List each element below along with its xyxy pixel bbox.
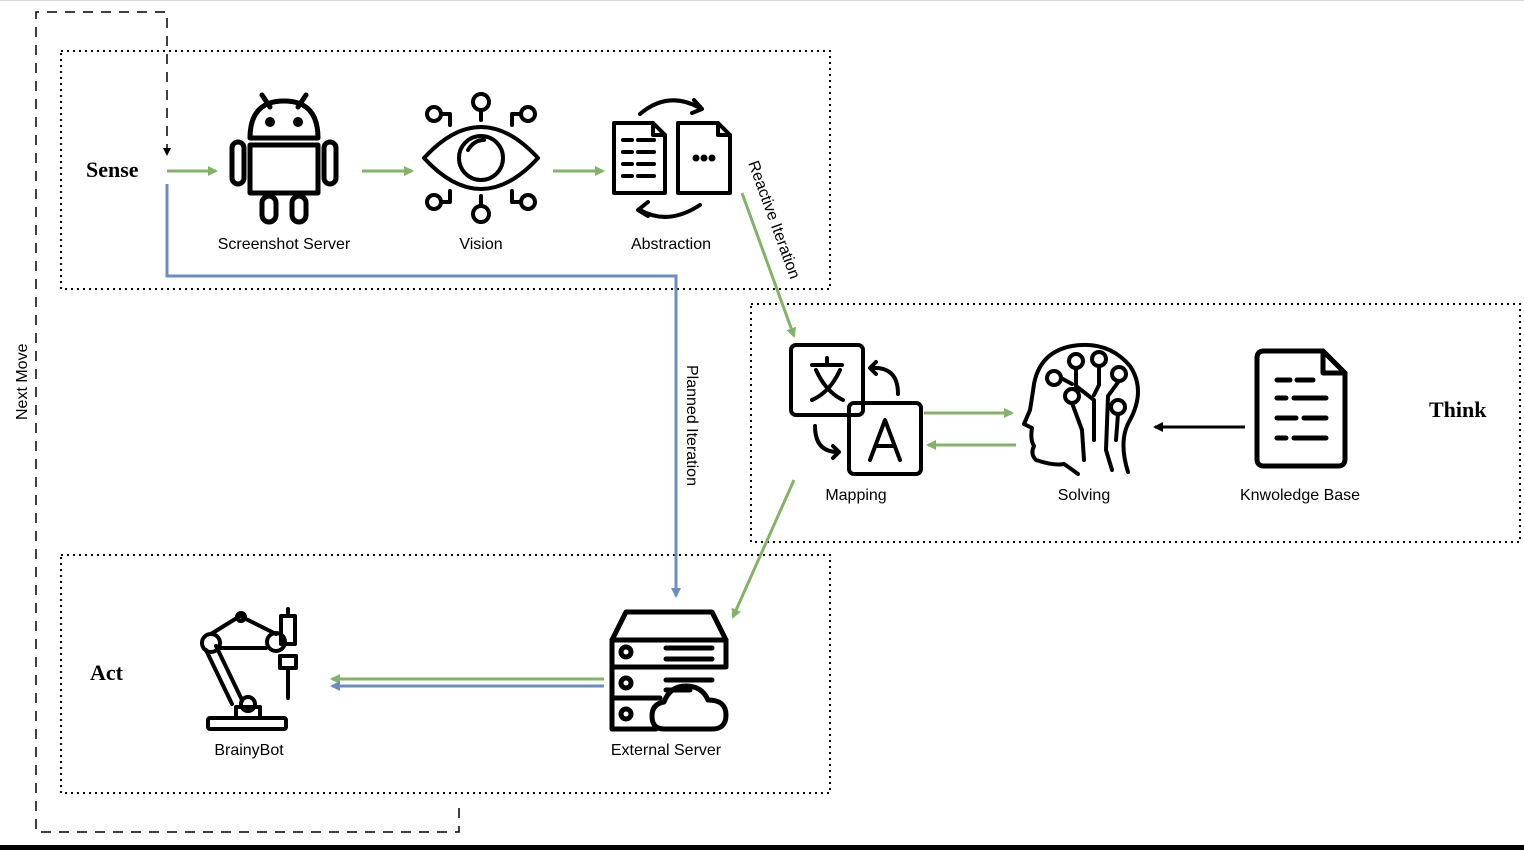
vision-label: Vision — [459, 236, 502, 253]
next-move-label: Next Move — [14, 343, 31, 420]
act-group — [60, 554, 831, 794]
bottom-border — [0, 845, 1524, 850]
mapping-label: Mapping — [825, 487, 886, 504]
solving-label: Solving — [1058, 487, 1110, 504]
eye-network-icon — [422, 92, 540, 224]
external-server-label: External Server — [611, 742, 722, 759]
arrow-reactive-iteration — [740, 192, 796, 338]
arrow-planned-iteration — [165, 184, 681, 598]
act-title: Act — [90, 660, 124, 685]
brain-head-icon — [1022, 342, 1140, 476]
robot-arm-icon — [200, 607, 298, 731]
sense-title: Sense — [86, 157, 139, 182]
screenshot-server-label: Screenshot Server — [218, 236, 351, 253]
knowledge-base-label: Knwoledge Base — [1240, 487, 1360, 504]
translate-icon — [789, 343, 923, 476]
documents-sync-icon — [612, 98, 732, 219]
top-border — [0, 0, 1524, 1]
arrow-mapping-to-external — [731, 479, 796, 619]
think-group — [750, 303, 1521, 543]
cloud-server-icon — [609, 609, 729, 732]
think-title: Think — [1429, 397, 1487, 422]
document-icon — [1254, 348, 1348, 469]
next-move-loop — [35, 11, 460, 833]
planned-iteration-label: Planned Iteration — [683, 365, 700, 486]
android-icon — [229, 92, 339, 225]
brainybot-label: BrainyBot — [214, 742, 284, 759]
abstraction-label: Abstraction — [631, 236, 711, 253]
sense-group — [60, 50, 831, 290]
